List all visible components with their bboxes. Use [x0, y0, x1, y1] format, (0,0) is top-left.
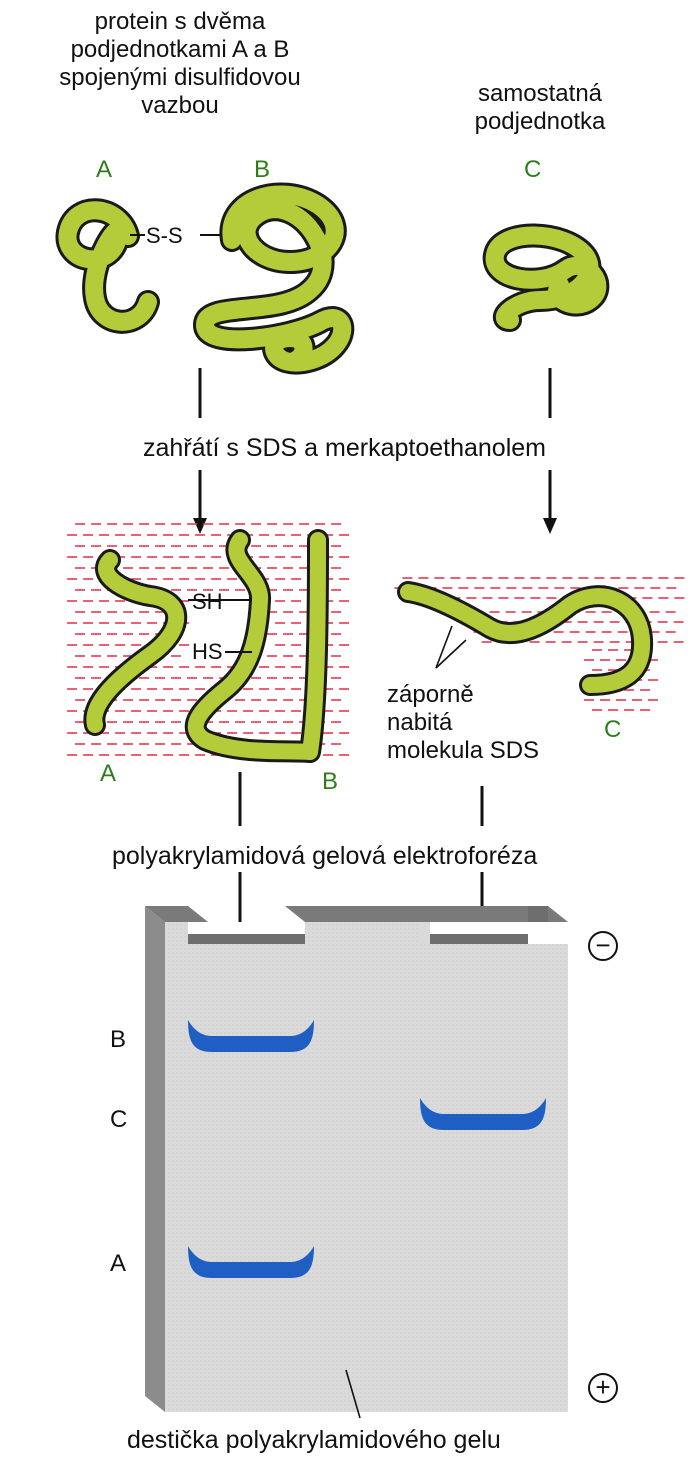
caption-line: záporně — [387, 681, 474, 708]
gel-label-c: C — [110, 1106, 128, 1133]
protein-b-unfolded — [184, 529, 329, 763]
minus-sign: − — [595, 930, 611, 960]
caption-line: spojenými disulfidovou — [59, 64, 301, 91]
caption-line: vazbou — [141, 92, 219, 119]
band-c — [420, 1098, 546, 1130]
sds-caption: záporně nabitá molekula SDS — [387, 681, 539, 765]
label-b-unfolded: B — [322, 768, 339, 795]
caption-line: samostatná — [477, 80, 603, 107]
label-a-top: A — [96, 156, 113, 183]
hs-label: HS — [192, 639, 223, 664]
cathode-icon — [588, 931, 618, 961]
band-a — [188, 1246, 314, 1278]
caption-line: protein s dvěma — [94, 8, 266, 35]
gel-caption: destička polyakrylamidového gelu — [127, 1426, 501, 1454]
protein-c-unfolded — [397, 581, 654, 696]
sh-label: SH — [192, 589, 223, 614]
disulfide-label: S-S — [146, 223, 183, 248]
top-right-caption: samostatná podjednotka — [440, 80, 640, 136]
step1-label: zahřátí s SDS a merkaptoethanolem — [143, 434, 546, 462]
label-c-unfolded: C — [604, 716, 622, 743]
sds-pointer — [435, 625, 467, 669]
plus-sign: + — [595, 1372, 611, 1402]
caption-line: podjednotka — [474, 108, 606, 135]
label-c-top: C — [524, 156, 542, 183]
label-a-unfolded: A — [100, 760, 117, 787]
gel-label-b: B — [110, 1026, 127, 1053]
gel-label-a: A — [110, 1250, 127, 1277]
protein-c-folded — [482, 223, 610, 332]
gel-slab — [145, 906, 568, 1412]
step2-label: polyakrylamidová gelová elektroforéza — [112, 842, 538, 870]
caption-line: molekula SDS — [387, 737, 540, 764]
caption-line: podjednotkami A a B — [70, 36, 290, 63]
label-b-top: B — [254, 156, 271, 183]
band-b — [188, 1020, 314, 1052]
protein-b-folded — [193, 182, 355, 375]
top-left-caption: protein s dvěma podjednotkami A a B spoj… — [10, 8, 350, 120]
caption-line: nabitá — [387, 709, 453, 736]
protein-a-unfolded — [83, 549, 188, 736]
anode-icon — [588, 1373, 618, 1403]
gel-pointer — [345, 1369, 361, 1419]
protein-a-folded — [55, 198, 160, 334]
